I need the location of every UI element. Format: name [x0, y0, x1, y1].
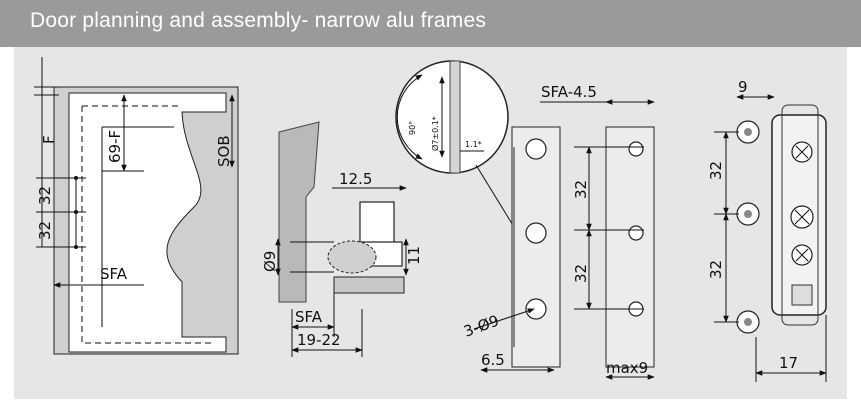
- dim-32-hinge-b: 32: [707, 260, 725, 279]
- plate-front-view: [605, 126, 655, 368]
- hinge-edge-line: [101, 126, 174, 327]
- door-frame-elevation: F 69-F SOB 32 32 SFA: [34, 57, 239, 355]
- dim-dia-7: Ø7±0.1*: [430, 116, 440, 151]
- angle-90: 90°: [408, 121, 417, 135]
- detail-section-strip: [449, 60, 461, 174]
- dim-9-hinge: 9: [738, 78, 748, 96]
- screw-bottom-cross-icon: [795, 248, 809, 262]
- dim-9-dia: Ø9: [261, 251, 279, 272]
- drawing-canvas: F 69-F SOB 32 32 SFA: [14, 47, 847, 399]
- page-title: Door planning and assembly- narrow alu f…: [30, 9, 487, 32]
- dim-32-plate-b: 32: [572, 264, 590, 283]
- technical-drawing: F 69-F SOB 32 32 SFA: [34, 57, 827, 382]
- dim-sfa-4-5: SFA-4.5: [541, 83, 597, 101]
- hinge-inner-outline: [781, 104, 819, 326]
- dim-sfa-left: SFA: [100, 265, 128, 283]
- dim-sob: SOB: [215, 135, 233, 167]
- dim-11: 11: [405, 246, 423, 265]
- front-hole-top: [628, 141, 644, 157]
- dim-32-upper: 32: [36, 186, 54, 205]
- pin-section: [327, 240, 377, 274]
- screw-mid-cross-icon: [794, 209, 810, 225]
- hinge-body: [359, 201, 395, 245]
- plate-hole-mid: [525, 222, 547, 244]
- header-bar: Door planning and assembly- narrow alu f…: [0, 0, 861, 47]
- dim-32-lower: 32: [36, 221, 54, 240]
- pin-top: [744, 128, 752, 136]
- dim-32-hinge-a: 32: [707, 161, 725, 180]
- mounting-plates: 32 32 SFA-4.5 3-Ø9 6.5 max9: [461, 83, 655, 380]
- door-profile-section: [278, 121, 320, 303]
- dim-max9: max9: [606, 359, 648, 377]
- dim-17: 17: [779, 354, 798, 372]
- pin-bottom: [744, 318, 752, 326]
- plate-hole-bottom: [525, 298, 547, 320]
- frame-profile: [333, 276, 405, 294]
- frame-dashed-line: [81, 105, 214, 344]
- cross-section: Ø9 12.5 11 SFA 19-22: [261, 121, 423, 357]
- adjust-block: [791, 284, 813, 306]
- dim-sfa-section: SFA: [295, 308, 323, 326]
- dim-69f: 69-F: [106, 130, 124, 163]
- plate-hole-top: [525, 138, 547, 160]
- dim-f: F: [40, 135, 58, 144]
- pin-mid: [744, 210, 752, 218]
- plate-side-view: [511, 126, 561, 368]
- dim-19-22: 19-22: [297, 331, 341, 349]
- door-leaf: [68, 92, 227, 353]
- leader-detail: [475, 164, 515, 228]
- dim-offset: 1.1*: [465, 140, 482, 149]
- dim-3-holes: 3-Ø9: [461, 311, 501, 340]
- angle-arc: [396, 74, 423, 160]
- dim-12-5: 12.5: [339, 170, 372, 188]
- detail-view: 90° Ø7±0.1* 1.1*: [395, 60, 515, 228]
- dim-32-plate-a: 32: [572, 180, 590, 199]
- front-hole-mid: [628, 225, 644, 241]
- screw-top-cross-icon: [795, 145, 809, 159]
- hinge-assembly: 9 32 32 17: [707, 78, 827, 382]
- leader-holes: [473, 308, 535, 330]
- dim-6-5: 6.5: [481, 351, 505, 369]
